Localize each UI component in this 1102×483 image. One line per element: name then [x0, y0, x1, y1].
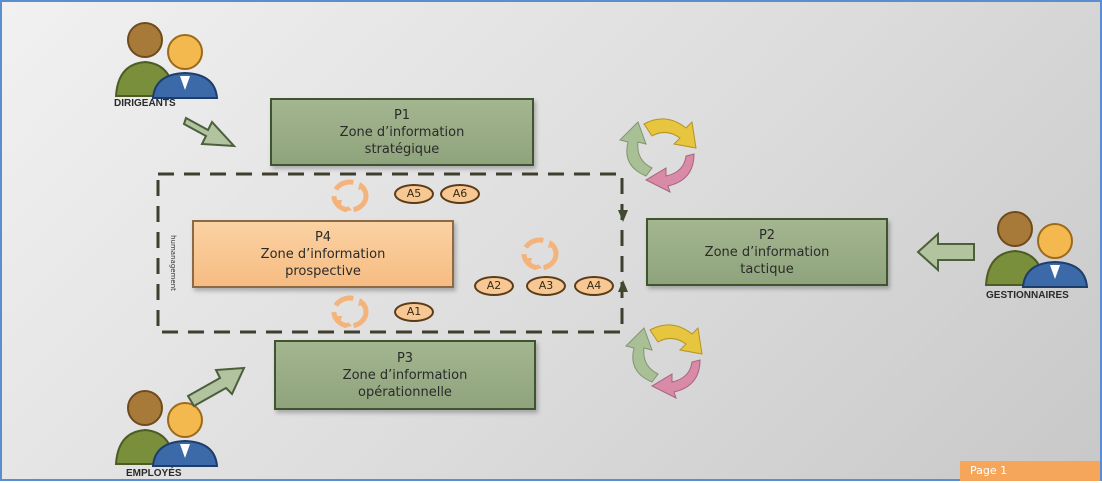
- zone-p4-line1: Zone d’information: [260, 246, 386, 262]
- gestionnaires-label: GESTIONNAIRES: [986, 290, 1069, 301]
- zone-p2-tactique: P2 Zone d’information tactique: [646, 218, 888, 286]
- zone-p2-code: P2: [758, 227, 776, 243]
- employes-person-icon: [114, 390, 219, 467]
- arrow-employes-icon: [186, 366, 246, 408]
- small-cycle-icon-middle: [521, 237, 559, 271]
- vertical-label: humanagement: [169, 235, 177, 291]
- activity-a4: A4: [574, 276, 614, 296]
- zone-p1-strategique: P1 Zone d’information stratégique: [270, 98, 534, 166]
- zone-p4-code: P4: [314, 229, 332, 245]
- activity-a6: A6: [440, 184, 480, 204]
- activity-a5: A5: [394, 184, 434, 204]
- zone-p1-line1: Zone d’information: [339, 124, 465, 140]
- zone-p2-line2: tactique: [740, 261, 794, 277]
- zone-p4-line2: prospective: [285, 263, 361, 279]
- activity-a2: A2: [474, 276, 514, 296]
- zone-p3-operationnelle: P3 Zone d’information opérationnelle: [274, 340, 536, 410]
- small-cycle-icon-bottom: [331, 295, 369, 329]
- gestionnaires-person-icon: [984, 211, 1089, 288]
- zone-p4-prospective: P4 Zone d’information prospective: [192, 220, 454, 288]
- arrow-gestionnaires-icon: [916, 231, 975, 273]
- zone-p3-code: P3: [396, 350, 414, 366]
- dirigeants-person-icon: [114, 22, 219, 99]
- zone-p2-line1: Zone d’information: [704, 244, 830, 260]
- small-cycle-icon-top: [331, 179, 369, 213]
- arrow-dirigeants-icon: [182, 116, 237, 148]
- zone-p1-code: P1: [393, 107, 411, 123]
- dirigeants-label: DIRIGEANTS: [114, 98, 176, 109]
- large-cycle-icon-top: [619, 118, 697, 193]
- large-cycle-icon-bottom: [625, 324, 703, 399]
- employes-label: EMPLOYÉS: [126, 468, 182, 479]
- activity-a3: A3: [526, 276, 566, 296]
- zone-p1-line2: stratégique: [364, 141, 440, 157]
- activity-a1: A1: [394, 302, 434, 322]
- zone-p3-line1: Zone d’information: [342, 367, 468, 383]
- zone-p3-line2: opérationnelle: [358, 384, 452, 400]
- page-indicator: Page 1: [960, 461, 1100, 481]
